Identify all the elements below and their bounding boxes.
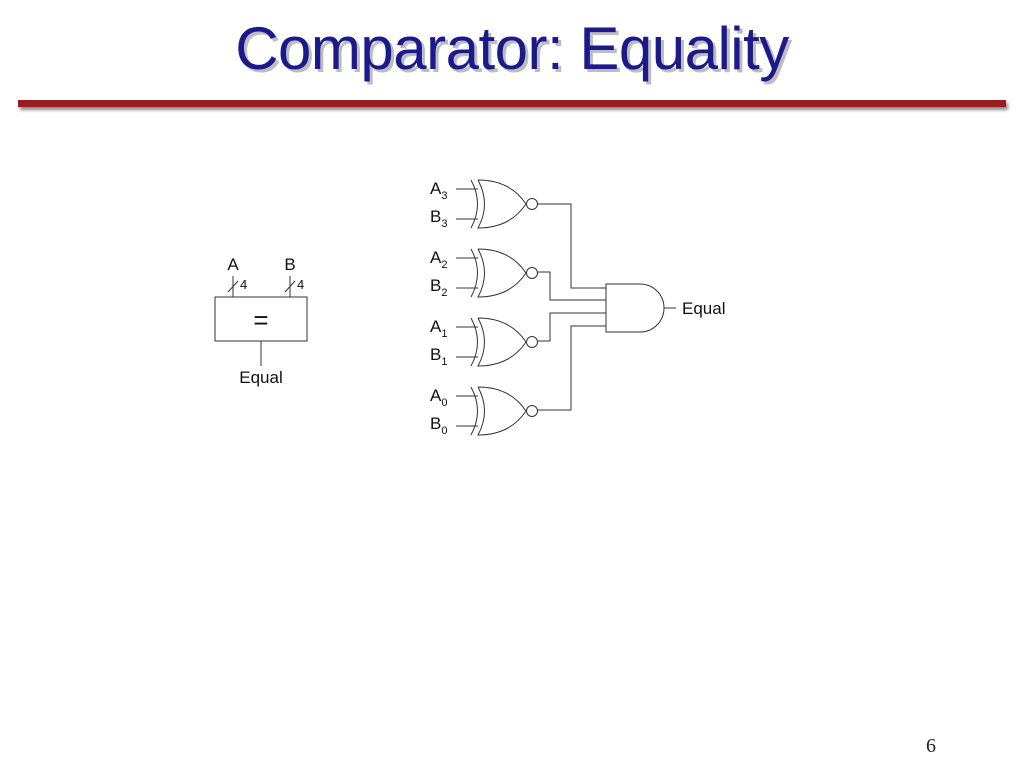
xnor-input-curve <box>470 317 478 367</box>
symbol-bus-a-slash <box>227 280 239 293</box>
input-label-a: A2 <box>430 248 447 271</box>
xnor-input-curve <box>470 248 478 298</box>
symbol-bus-b-slash <box>284 280 296 293</box>
page-number: 6 <box>926 735 936 757</box>
symbol-input-a-label: A <box>227 255 239 274</box>
inversion-bubble <box>526 405 538 417</box>
input-label-a-subscript: 0 <box>441 397 447 409</box>
xnor-body <box>477 179 527 229</box>
wire-gate0-to-and <box>538 325 606 411</box>
input-label-b-letter: B <box>430 276 441 295</box>
comparator-symbol: A B 4 4 = Equal <box>214 255 308 387</box>
symbol-bus-width-b: 4 <box>297 277 304 292</box>
xnor-body <box>477 248 527 298</box>
input-label-b-letter: B <box>430 414 441 433</box>
input-label-a-letter: A <box>430 317 442 336</box>
input-label-a: A3 <box>430 179 447 202</box>
and-gate-network: Equal <box>538 203 725 411</box>
input-label-a: A1 <box>430 317 447 340</box>
xnor-input-curve <box>470 386 478 436</box>
title-divider <box>18 100 1006 107</box>
input-label-a-letter: A <box>430 386 442 405</box>
inversion-bubble <box>526 198 538 210</box>
inversion-bubble <box>526 267 538 279</box>
symbol-output-label: Equal <box>239 368 282 387</box>
xnor-body <box>477 317 527 367</box>
symbol-operator: = <box>253 305 268 335</box>
xnor-body <box>477 386 527 436</box>
symbol-bus-width-a: 4 <box>240 277 247 292</box>
input-label-b-subscript: 0 <box>441 425 447 437</box>
and-gate <box>605 283 665 333</box>
input-label-b: B1 <box>430 345 447 368</box>
input-label-b-letter: B <box>430 207 441 226</box>
input-label-b: B0 <box>430 414 447 437</box>
input-label-a-letter: A <box>430 179 442 198</box>
input-label-b: B2 <box>430 276 447 299</box>
input-label-b-subscript: 2 <box>441 287 447 299</box>
input-label-a-letter: A <box>430 248 442 267</box>
input-label-a-subscript: 3 <box>441 190 447 202</box>
input-label-b-subscript: 1 <box>441 356 447 368</box>
wire-gate3-to-and <box>538 203 606 289</box>
input-label-b: B3 <box>430 207 447 230</box>
input-label-a: A0 <box>430 386 447 409</box>
inversion-bubble <box>526 336 538 348</box>
circuit-output-label: Equal <box>682 299 725 318</box>
input-label-b-letter: B <box>430 345 441 364</box>
symbol-input-b-label: B <box>284 255 295 274</box>
input-label-b-subscript: 3 <box>441 218 447 230</box>
slide-title: Comparator: Equality <box>235 15 789 82</box>
wire-gate2-to-and <box>538 271 606 301</box>
xnor-input-curve <box>470 179 478 229</box>
wire-gate1-to-and <box>538 312 606 342</box>
input-label-a-subscript: 1 <box>441 328 447 340</box>
input-label-a-subscript: 2 <box>441 259 447 271</box>
